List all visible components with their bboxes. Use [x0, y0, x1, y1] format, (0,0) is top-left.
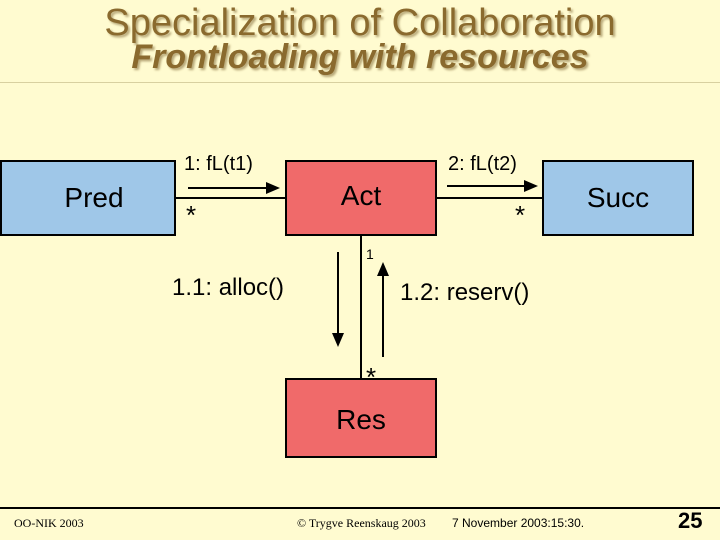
node-act-label: Act — [340, 180, 382, 211]
title-divider — [0, 82, 720, 83]
arrowhead-alloc — [332, 333, 344, 347]
slide-subtitle: Frontloading with resources — [131, 38, 589, 76]
node-succ: Succ — [542, 160, 694, 236]
multiplicity-act-res-top: 1 — [366, 246, 374, 262]
arrowhead-fl-t1 — [266, 182, 280, 194]
arrowhead-reserv — [377, 262, 389, 276]
arrowhead-fl-t2 — [524, 180, 538, 192]
multiplicity-act-succ: * — [515, 200, 526, 230]
multiplicity-act-res-bottom: * — [366, 362, 377, 392]
multiplicity-pred-act: * — [186, 200, 197, 230]
message-fl-t2: 2: fL(t2) — [448, 153, 517, 175]
footer-divider — [0, 507, 720, 509]
footer-copyright: © Trygve Reenskaug 2003 — [297, 516, 426, 530]
slide-title: Specialization of Collaboration — [104, 2, 616, 44]
node-res: Res — [285, 378, 437, 458]
message-fl-t1: 1: fL(t1) — [184, 153, 253, 175]
node-succ-label: Succ — [586, 182, 650, 213]
node-pred-label: Pred — [64, 182, 124, 213]
footer-left: OO-NIK 2003 — [14, 516, 84, 530]
page-number: 25 — [678, 508, 703, 533]
node-pred: Pred — [0, 160, 176, 236]
message-reserv: 1.2: reserv() — [400, 279, 530, 306]
footer-date: 7 November 2003:15:30. — [452, 516, 585, 530]
node-act: Act — [285, 160, 437, 236]
node-res-label: Res — [336, 404, 386, 435]
message-alloc: 1.1: alloc() — [172, 274, 285, 301]
